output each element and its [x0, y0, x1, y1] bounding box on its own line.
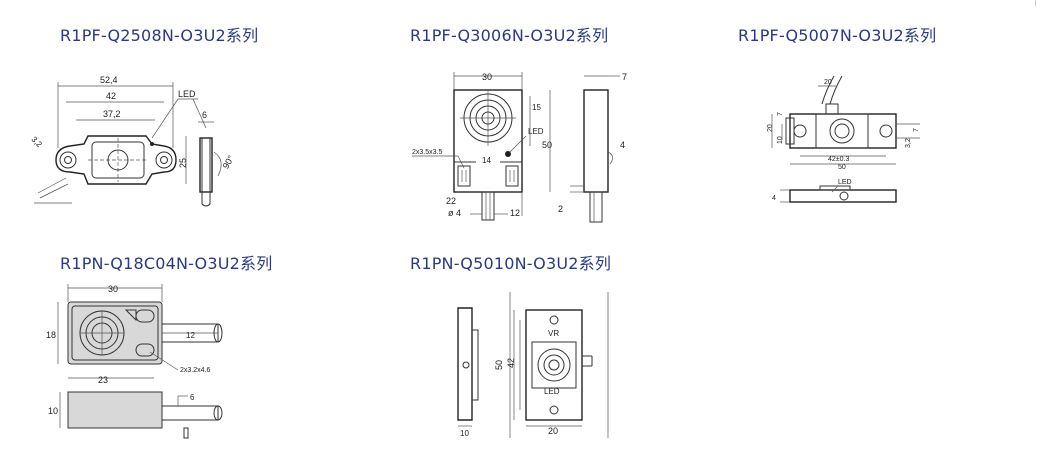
- product-title-3: R1PF-Q5007N-O3U2系列: [738, 26, 937, 45]
- dim-side: 6: [202, 110, 207, 120]
- dim-dia: 4: [456, 208, 461, 218]
- dim-width: 30: [108, 284, 118, 294]
- dim-led: LED: [838, 179, 852, 186]
- product-title-2: R1PF-Q3006N-O3U2系列: [410, 26, 609, 45]
- dim-depth: 10: [48, 406, 58, 416]
- drawing-q18c04n: 30 12 18 23 2x3.2x4.6 6 10: [40, 280, 240, 440]
- dim-pitch: 42±0.3: [828, 156, 849, 163]
- dim-depth: 7: [622, 72, 627, 82]
- dim-width: 30: [482, 72, 492, 82]
- dim-cable-offset: 6: [190, 393, 195, 402]
- dim-thick: 4: [772, 195, 776, 202]
- dim-height: 18: [46, 330, 56, 340]
- dim-pitch: 23: [98, 375, 108, 385]
- dim-mount: 2x3.5x3.5: [412, 149, 442, 156]
- dim-hole: 3,2: [30, 135, 45, 150]
- dim-top: 15: [532, 103, 541, 112]
- dim-mount: 2x3.2x4.6: [180, 367, 210, 374]
- dim-height: 25: [178, 158, 188, 168]
- dim-w1: 52,4: [100, 75, 118, 85]
- dim-h1: 7: [777, 112, 784, 116]
- dim-height: 50: [542, 140, 552, 150]
- dim-w2: 42: [106, 91, 116, 101]
- dim-right2: 3,2: [905, 138, 912, 148]
- product-title-4: R1PN-Q18C04N-O3U2系列: [60, 254, 273, 273]
- dim-bottom-right: 12: [510, 208, 520, 218]
- drawing-q3006n: 30 LED 14 15 50 2x3.5x3.5 22 4 ø: [410, 68, 640, 228]
- dim-bottom-left: 22: [446, 196, 456, 206]
- dim-right1: 7: [913, 128, 920, 132]
- dim-h-in: 42: [506, 358, 516, 368]
- product-title-1: R1PF-Q2508N-O3U2系列: [60, 26, 259, 45]
- dim-top: 20: [824, 79, 832, 86]
- dim-h-out: 50: [494, 360, 504, 370]
- dim-side: 10: [460, 429, 469, 438]
- dim-angle: 90°: [221, 153, 237, 170]
- dim-offset: 2: [558, 204, 563, 214]
- dim-led: LED: [528, 127, 544, 136]
- dim-center: 14: [482, 156, 491, 165]
- drawing-q2508n: 52,4 42 37,2 LED 3,2 25 6 90°: [28, 68, 248, 213]
- drawing-q5010n: 10 VR LED 50 42 20: [450, 290, 620, 440]
- dim-cable: 12: [186, 331, 195, 340]
- page-corner-mark: [1023, 0, 1036, 6]
- dim-h2: 20: [767, 124, 774, 132]
- dim-width: 20: [548, 426, 558, 436]
- dim-w3: 37,2: [103, 109, 121, 119]
- dim-vr: VR: [548, 329, 559, 338]
- dim-led: LED: [178, 89, 196, 99]
- dim-led: LED: [544, 387, 560, 396]
- dim-h3: 10: [777, 136, 784, 144]
- dim-total: 50: [838, 164, 846, 171]
- product-title-5: R1PN-Q5010N-O3U2系列: [410, 254, 612, 273]
- drawing-q5007n: 20 7 20 10 42±0.3 50 7 3,2 LED 4: [760, 68, 940, 213]
- dim-led-side: 4: [620, 140, 625, 150]
- dia-symbol-icon: ø: [448, 208, 454, 218]
